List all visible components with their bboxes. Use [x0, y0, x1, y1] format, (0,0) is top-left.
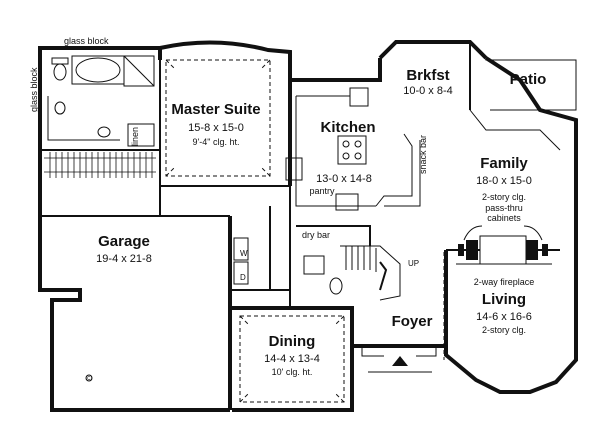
master-bath-area	[38, 46, 161, 216]
brkfst-name: Brkfst	[406, 67, 449, 84]
up-label: UP	[408, 259, 419, 268]
linen-label: linen	[130, 127, 140, 146]
kitchen-name: Kitchen	[320, 119, 375, 136]
kitchen-dim: 13-0 x 14-8	[316, 173, 372, 185]
family-living-area	[443, 56, 578, 394]
dry-bar-label: dry bar	[302, 230, 330, 240]
washer-label: W	[240, 249, 248, 258]
garage-name: Garage	[98, 233, 150, 250]
garage-area: ©	[38, 215, 232, 412]
dining-name: Dining	[269, 333, 316, 350]
patio-name: Patio	[510, 71, 547, 88]
master-suite-dim: 15-8 x 15-0	[188, 122, 244, 134]
brkfst-dim: 10-0 x 8-4	[403, 85, 453, 97]
kitchen-area	[285, 58, 421, 211]
glass-block-top-label: glass block	[64, 36, 109, 46]
living-name: Living	[482, 291, 526, 308]
dining-note: 10' clg. ht.	[272, 367, 313, 377]
dining-dim: 14-4 x 13-4	[264, 353, 320, 365]
pass-thru-label: pass-thru	[485, 203, 523, 213]
master-suite-name: Master Suite	[171, 101, 260, 118]
living-dim: 14-6 x 16-6	[476, 311, 532, 323]
dryer-label: D	[240, 273, 246, 282]
master-suite-note: 9'-4" clg. ht.	[193, 137, 240, 147]
laundry-area: W D	[230, 186, 291, 308]
snack-bar-label: snack bar	[418, 135, 428, 174]
fireplace-label: 2-way fireplace	[474, 277, 535, 287]
breakfast-area	[378, 40, 488, 110]
cabinets-label: cabinets	[487, 213, 521, 223]
stair-area	[296, 225, 401, 301]
living-note: 2-story clg.	[482, 325, 526, 335]
family-note: 2-story clg.	[482, 192, 526, 202]
family-dim: 18-0 x 15-0	[476, 175, 532, 187]
copyright-mark: ©	[86, 374, 92, 383]
pantry-label: pantry	[309, 186, 335, 196]
family-name: Family	[480, 155, 528, 172]
master-suite-area	[158, 40, 292, 187]
garage-dim: 19-4 x 21-8	[96, 253, 152, 265]
foyer-area	[350, 344, 446, 410]
glass-block-side-label: glass block	[29, 67, 39, 112]
foyer-name: Foyer	[392, 313, 433, 330]
